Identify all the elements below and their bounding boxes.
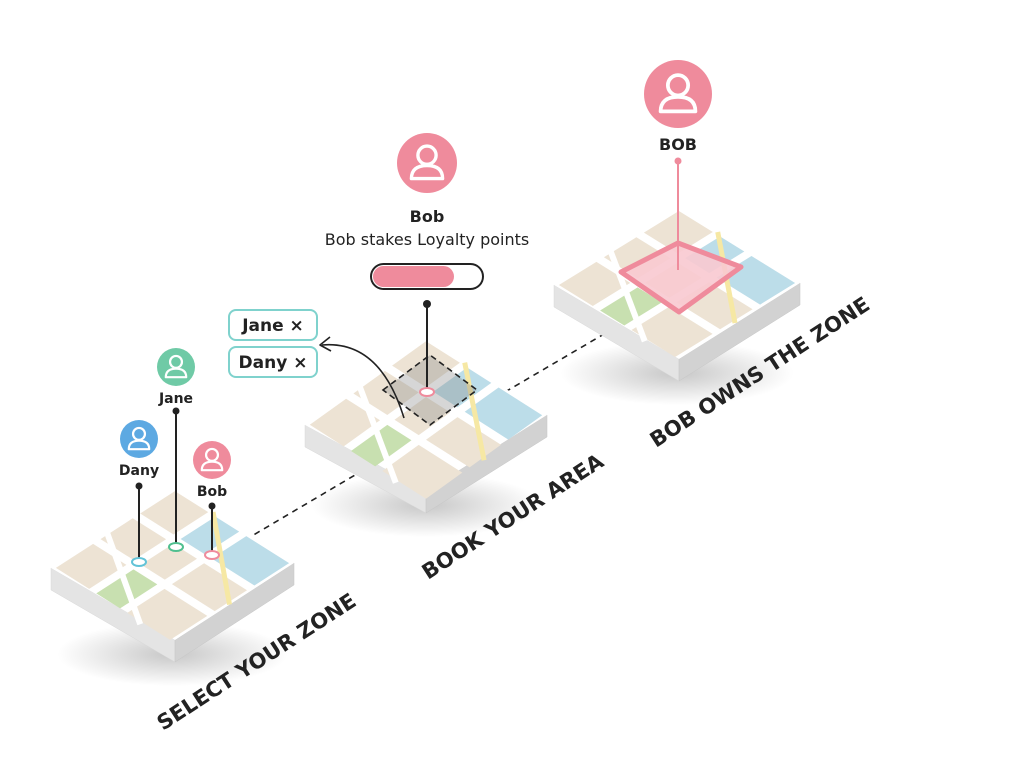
road <box>103 530 144 626</box>
removed-tag-dany-label: Dany × <box>239 353 308 373</box>
highlight-road <box>210 511 232 606</box>
bob-label: Bob <box>197 484 227 500</box>
bob-pin-ring <box>204 550 220 560</box>
tile-side-right <box>425 414 548 514</box>
road <box>607 249 648 343</box>
connector-dashed-1 <box>244 464 373 541</box>
connector-dashed-2 <box>504 319 629 393</box>
map-block <box>382 444 463 499</box>
map-tile-book <box>304 338 548 537</box>
jane-pin-ring <box>168 542 184 552</box>
highlight-road <box>462 362 487 461</box>
map-block <box>464 387 543 440</box>
map-block <box>141 543 197 580</box>
removed-tag-jane <box>228 309 318 341</box>
removed-tag-dany <box>228 346 318 378</box>
map-block <box>631 306 713 357</box>
map-block <box>211 536 290 586</box>
tile-side-right <box>678 282 801 382</box>
map-block <box>180 516 240 554</box>
arrow-head-icon <box>319 336 332 352</box>
map-tile-select <box>50 488 295 686</box>
bob-book-name: Bob <box>410 207 445 226</box>
own-zone-markers: BOB <box>618 60 744 315</box>
road <box>356 384 399 484</box>
map-block <box>558 261 631 306</box>
map-block <box>433 367 492 408</box>
removed-tag-jane-label: Jane × <box>241 316 304 336</box>
book-caption: Bob stakes Loyalty points <box>325 230 530 249</box>
tile-side-right <box>174 562 295 663</box>
map-block <box>140 491 209 535</box>
map-block <box>309 398 380 447</box>
map-block <box>394 397 451 436</box>
owner-name: BOB <box>659 135 697 154</box>
dany-pin-ring <box>131 557 147 567</box>
book-area-markers: Bob Bob stakes Loyalty points Jane × Dan… <box>228 133 530 426</box>
map-block <box>55 543 127 589</box>
removal-arrow <box>321 343 405 419</box>
jane-label: Jane <box>158 391 193 407</box>
map-block <box>127 588 208 640</box>
dany-label: Dany <box>119 463 159 479</box>
stake-progress-fill <box>373 266 454 287</box>
select-zone-markers: Dany Jane Bob <box>119 348 231 567</box>
bob-stake-ring <box>419 387 435 397</box>
owned-zone <box>618 240 744 315</box>
map-block <box>100 518 167 561</box>
